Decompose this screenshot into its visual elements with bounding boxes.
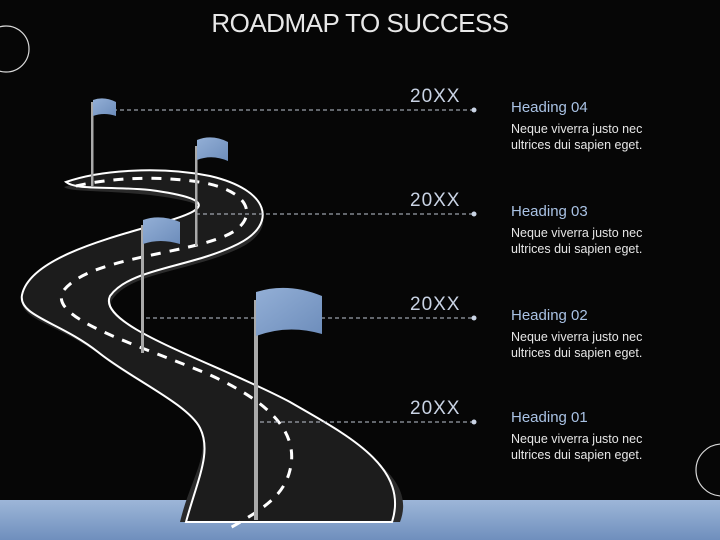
milestone-heading-04: Heading 04 bbox=[511, 99, 588, 116]
page-title: ROADMAP TO SUCCESS bbox=[211, 8, 509, 38]
connector-dot-02 bbox=[471, 315, 477, 321]
flag-pole bbox=[91, 102, 94, 186]
decor-circle-right bbox=[695, 443, 720, 497]
milestone-year-01: 20XX bbox=[410, 398, 461, 419]
flag-icon bbox=[254, 287, 322, 520]
milestone-text-03: Neque viverra justo nec ultrices dui sap… bbox=[511, 226, 643, 256]
connector-dot-03 bbox=[471, 211, 477, 217]
milestone-text-04: Neque viverra justo nec ultrices dui sap… bbox=[511, 122, 643, 152]
flag-icon bbox=[195, 137, 228, 246]
flag-cloth bbox=[197, 137, 228, 161]
milestone-heading-03: Heading 03 bbox=[511, 203, 588, 220]
milestone-text-02: Neque viverra justo nec ultrices dui sap… bbox=[511, 330, 643, 360]
milestone-heading-02: Heading 02 bbox=[511, 307, 588, 324]
milestone-text-01: Neque viverra justo nec ultrices dui sap… bbox=[511, 432, 643, 462]
milestone-heading-01: Heading 01 bbox=[511, 409, 588, 426]
flag-icon bbox=[91, 98, 116, 186]
flag-cloth bbox=[143, 217, 180, 244]
flag-icon bbox=[141, 217, 180, 353]
road bbox=[20, 169, 396, 523]
milestone-year-03: 20XX bbox=[410, 190, 461, 211]
flag-cloth bbox=[93, 98, 116, 116]
decor-circle-left bbox=[0, 25, 30, 73]
connector-dot-04 bbox=[471, 107, 477, 113]
flag-pole bbox=[195, 146, 198, 246]
flag-pole bbox=[141, 225, 144, 353]
road-lane-markings bbox=[60, 176, 294, 530]
flag-cloth bbox=[256, 287, 322, 336]
connector-dot-01 bbox=[471, 419, 477, 425]
flag-pole bbox=[254, 300, 258, 520]
milestone-year-04: 20XX bbox=[410, 86, 461, 107]
milestone-year-02: 20XX bbox=[410, 294, 461, 315]
connector-dots bbox=[471, 107, 477, 425]
